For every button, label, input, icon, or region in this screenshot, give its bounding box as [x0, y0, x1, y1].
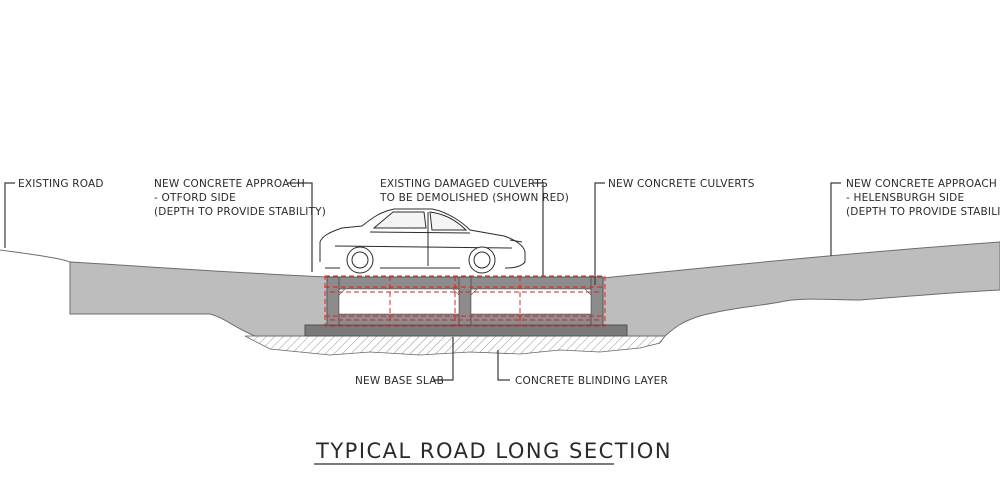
- leader-damaged-culverts: [533, 182, 544, 276]
- damaged-culverts-outline: [324, 275, 606, 327]
- label-damaged-culverts-2: TO BE DEMOLISHED (SHOWN RED): [379, 192, 569, 204]
- culvert-wall-left: [326, 276, 340, 326]
- leader-approach-helensburgh: [830, 182, 841, 256]
- label-blinding-layer: CONCRETE BLINDING LAYER: [515, 375, 668, 387]
- leader-lines: [4, 182, 841, 381]
- culvert-wall-mid: [458, 276, 472, 326]
- car-rear-wheel: [346, 246, 374, 274]
- drawing-title: TYPICAL ROAD LONG SECTION: [315, 439, 672, 463]
- leader-new-culverts: [594, 182, 605, 285]
- car-icon: [319, 208, 526, 274]
- label-approach-otford-2: - OTFORD SIDE: [154, 192, 236, 204]
- label-base-slab: NEW BASE SLAB: [355, 375, 444, 387]
- label-new-culverts: NEW CONCRETE CULVERTS: [608, 178, 755, 190]
- label-approach-helensburgh-2: - HELENSBURGH SIDE: [846, 192, 964, 204]
- label-approach-helensburgh-3: (DEPTH TO PROVIDE STABILITY): [846, 206, 1000, 218]
- car-front-wheel: [468, 246, 496, 274]
- blinding-layer: [244, 335, 666, 356]
- leader-blinding-layer: [497, 350, 510, 381]
- leader-base-slab: [433, 337, 454, 381]
- culvert-openings: [338, 288, 592, 315]
- culvert-wall-right: [590, 276, 604, 326]
- label-existing-road: EXISTING ROAD: [18, 178, 104, 190]
- label-approach-otford-1: NEW CONCRETE APPROACH: [154, 178, 305, 190]
- culvert-opening-2: [470, 288, 592, 315]
- culvert-opening-1: [338, 288, 460, 315]
- approach-helensburgh: [602, 241, 1000, 337]
- label-approach-helensburgh-1: NEW CONCRETE APPROACH: [846, 178, 997, 190]
- label-damaged-culverts-1: EXISTING DAMAGED CULVERTS: [380, 178, 548, 190]
- approach-otford: [69, 261, 328, 337]
- existing-road-line: [0, 249, 71, 263]
- label-approach-otford-3: (DEPTH TO PROVIDE STABILITY): [154, 206, 326, 218]
- new-base-slab: [304, 324, 628, 337]
- leader-approach-otford: [288, 182, 313, 272]
- leader-existing-road: [4, 182, 15, 248]
